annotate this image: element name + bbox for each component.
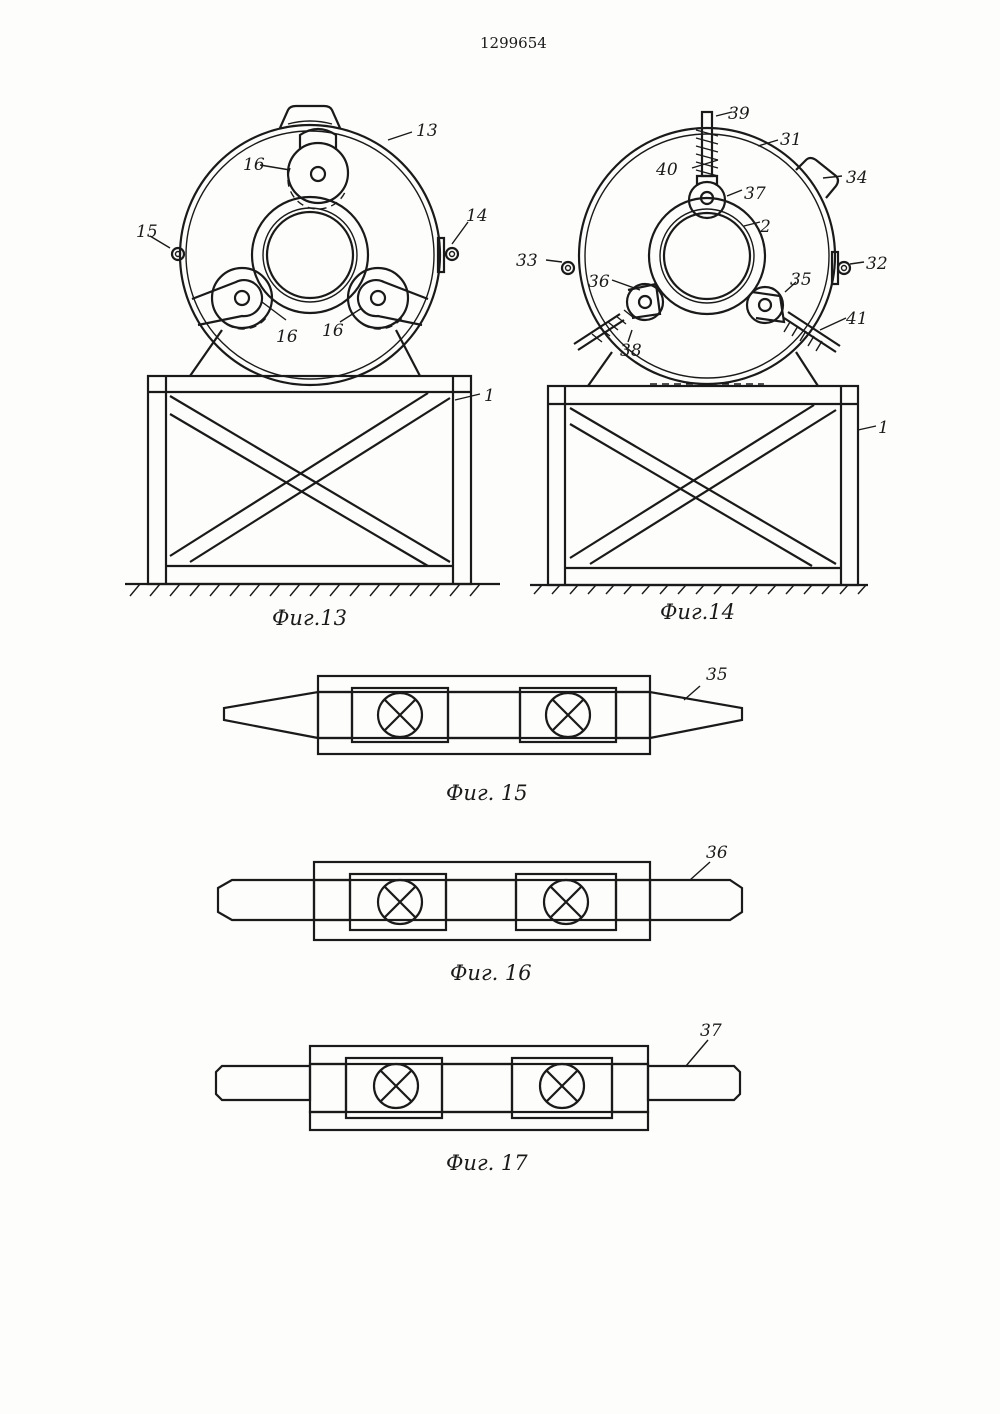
center-bore [664,213,750,299]
label-2: 2 [759,217,771,237]
label-39: 39 [728,104,750,124]
label-35: 35 [706,665,728,685]
drum-13 [180,106,440,385]
ground-hatching [130,584,480,596]
label-40: 40 [655,160,678,180]
label-1: 1 [484,386,495,406]
figure-16: 36 Фиг. 16 [218,843,742,985]
label-41: 41 [845,309,868,329]
patent-number: 1299654 [480,34,547,52]
spring-40 [696,130,718,176]
label-16-top: 16 [243,155,265,175]
label-13: 13 [416,121,438,141]
center-bore [267,212,353,298]
label-35: 35 [790,270,812,290]
label-1: 1 [878,418,889,438]
caption-fig16: Фиг. 16 [450,961,532,985]
label-16-right: 16 [322,321,344,341]
spring-41 [784,322,822,351]
label-32: 32 [866,254,888,274]
support-frame [148,376,471,584]
label-15: 15 [136,222,158,242]
figure-15: 35 Фиг. 15 [224,665,742,805]
label-36: 36 [588,272,610,292]
caption-fig13: Фиг.13 [272,606,347,630]
label-37: 37 [700,1021,722,1041]
label-14: 14 [466,206,488,226]
lug-left-33 [562,262,574,274]
ring-2 [649,198,765,314]
caption-fig17: Фиг. 17 [446,1151,528,1175]
support-frame [548,386,858,585]
figure-14: 39 40 37 2 31 34 32 33 36 35 38 41 1 Фиг… [516,104,889,624]
label-34: 34 [846,168,868,188]
caption-fig15: Фиг. 15 [446,781,528,805]
label-36: 36 [706,843,728,863]
lug-left [172,248,184,260]
ground-hatching [534,585,866,594]
label-31: 31 [780,130,802,150]
label-38: 38 [620,341,642,361]
screw-left [574,314,624,350]
label-16-left: 16 [276,327,298,347]
caption-fig14: Фиг.14 [660,600,735,624]
figure-17: 37 Фиг. 17 [216,1021,740,1175]
figure-13: 13 14 15 16 16 16 1 Фиг.13 [125,106,500,630]
label-37: 37 [744,184,766,204]
drum-31 [579,128,838,384]
inner-ring [252,197,368,313]
label-33: 33 [516,251,538,271]
